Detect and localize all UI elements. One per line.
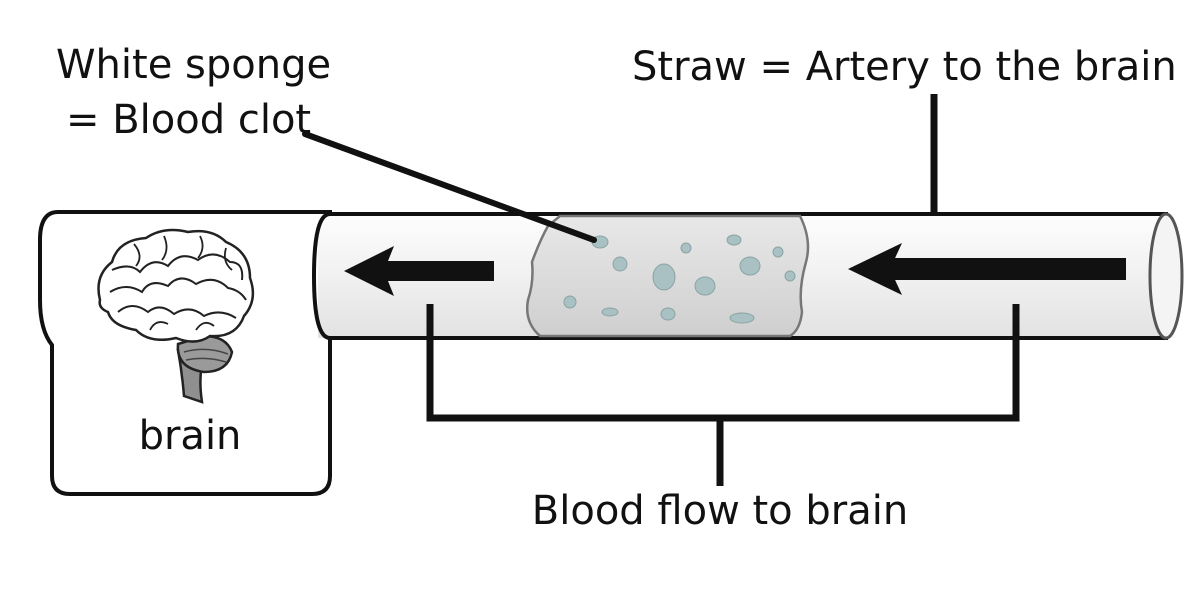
sponge-label-line1: White sponge bbox=[56, 42, 331, 88]
arrow-left-icon bbox=[848, 243, 1126, 295]
sponge-leader-line bbox=[302, 131, 597, 243]
brain-label: brain bbox=[139, 413, 242, 459]
tube-opening bbox=[1148, 212, 1184, 340]
sponge-clot bbox=[526, 214, 810, 338]
straw-label: Straw = Artery to the brain bbox=[632, 44, 1177, 90]
flow-bracket bbox=[426, 304, 1020, 486]
flow-label: Blood flow to brain bbox=[532, 488, 908, 534]
brain-icon bbox=[97, 228, 255, 404]
sponge-label-line2: = Blood clot bbox=[66, 97, 311, 143]
arrow-left-icon bbox=[344, 246, 494, 296]
